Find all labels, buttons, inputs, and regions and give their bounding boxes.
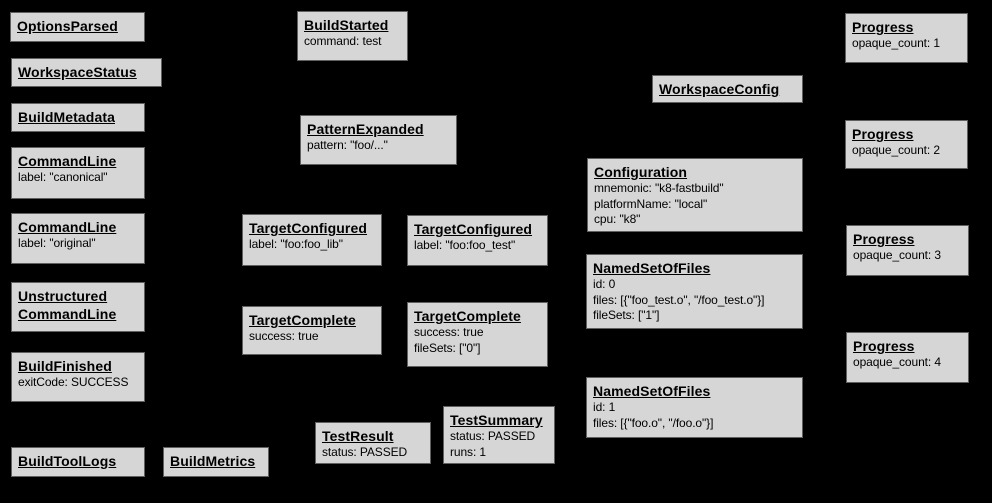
node-named-set-of-files-0: NamedSetOfFiles id: 0 files: [{"foo_test… xyxy=(586,254,803,329)
node-field: id: 0 xyxy=(593,277,616,292)
node-field: id: 1 xyxy=(593,400,616,415)
node-unstructured-command-line: Unstructured CommandLine xyxy=(11,282,145,332)
node-title: BuildMetadata xyxy=(18,109,115,125)
node-title: TestSummary xyxy=(450,412,543,428)
node-build-tool-logs: BuildToolLogs xyxy=(11,447,145,477)
node-workspace-config: WorkspaceConfig xyxy=(652,75,803,103)
node-field: opaque_count: 1 xyxy=(852,36,940,51)
node-target-complete-foo-test: TargetComplete success: true fileSets: [… xyxy=(407,302,548,367)
node-field: success: true xyxy=(414,325,484,340)
node-field: files: [{"foo.o", "/foo.o"}] xyxy=(593,415,714,430)
node-title: CommandLine xyxy=(18,153,117,169)
node-field: label: "foo:foo_test" xyxy=(414,238,516,253)
node-progress-3: Progress opaque_count: 3 xyxy=(846,225,969,276)
node-title: Progress xyxy=(852,19,914,35)
node-title: Unstructured CommandLine xyxy=(18,288,117,323)
node-field: pattern: "foo/..." xyxy=(307,138,388,153)
node-title: BuildFinished xyxy=(18,358,112,374)
node-command-line-original: CommandLine label: "original" xyxy=(11,213,145,264)
node-title: TargetConfigured xyxy=(249,220,368,236)
node-target-configured-foo-lib: TargetConfigured label: "foo:foo_lib" xyxy=(242,214,382,266)
node-field: platformName: "local" xyxy=(594,196,708,211)
node-test-summary: TestSummary status: PASSED runs: 1 xyxy=(443,406,555,464)
node-progress-2: Progress opaque_count: 2 xyxy=(845,120,968,169)
node-field: exitCode: SUCCESS xyxy=(18,375,129,390)
node-title: TargetConfigured xyxy=(414,221,533,237)
node-workspace-status: WorkspaceStatus xyxy=(11,58,162,87)
node-title: TargetComplete xyxy=(249,312,356,328)
node-progress-1: Progress opaque_count: 1 xyxy=(845,13,968,63)
node-title: BuildMetrics xyxy=(170,453,256,469)
node-progress-4: Progress opaque_count: 4 xyxy=(846,332,969,383)
node-pattern-expanded: PatternExpanded pattern: "foo/..." xyxy=(300,115,457,165)
node-field: opaque_count: 4 xyxy=(853,355,941,370)
node-field: label: "canonical" xyxy=(18,170,108,185)
node-title: PatternExpanded xyxy=(307,121,424,137)
node-target-configured-foo-test: TargetConfigured label: "foo:foo_test" xyxy=(407,215,548,266)
node-title: NamedSetOfFiles xyxy=(593,260,711,276)
node-options-parsed: OptionsParsed xyxy=(10,12,145,42)
node-field: fileSets: ["1"] xyxy=(593,307,660,322)
node-title: WorkspaceConfig xyxy=(659,81,780,97)
node-title: Configuration xyxy=(594,164,688,180)
node-title: WorkspaceStatus xyxy=(18,64,137,80)
node-command-line-canonical: CommandLine label: "canonical" xyxy=(11,147,145,199)
node-title: NamedSetOfFiles xyxy=(593,383,711,399)
node-field: opaque_count: 3 xyxy=(853,248,941,263)
node-field: runs: 1 xyxy=(450,444,486,459)
node-configuration: Configuration mnemonic: "k8-fastbuild" p… xyxy=(587,158,803,232)
node-field: status: PASSED xyxy=(450,429,536,444)
node-title: BuildStarted xyxy=(304,17,389,33)
node-title: Progress xyxy=(852,126,914,142)
node-named-set-of-files-1: NamedSetOfFiles id: 1 files: [{"foo.o", … xyxy=(586,377,803,438)
node-title: TargetComplete xyxy=(414,308,521,324)
node-test-result: TestResult status: PASSED xyxy=(315,422,431,464)
node-title: Progress xyxy=(853,338,915,354)
node-title: TestResult xyxy=(322,428,394,444)
node-build-metrics: BuildMetrics xyxy=(163,447,269,477)
node-field: fileSets: ["0"] xyxy=(414,340,481,355)
node-field: cpu: "k8" xyxy=(594,211,641,226)
node-build-started: BuildStarted command: test xyxy=(297,11,408,61)
node-field: opaque_count: 2 xyxy=(852,143,940,158)
node-title: Progress xyxy=(853,231,915,247)
node-field: command: test xyxy=(304,34,382,49)
node-target-complete-foo-lib: TargetComplete success: true xyxy=(242,306,382,355)
node-title: CommandLine xyxy=(18,219,117,235)
node-title: OptionsParsed xyxy=(17,18,118,34)
node-field: success: true xyxy=(249,329,319,344)
node-field: files: [{"foo_test.o", "/foo_test.o"}] xyxy=(593,292,765,307)
node-build-finished: BuildFinished exitCode: SUCCESS xyxy=(11,352,145,402)
node-field: label: "original" xyxy=(18,236,96,251)
node-field: mnemonic: "k8-fastbuild" xyxy=(594,181,724,196)
node-field: status: PASSED xyxy=(322,445,408,460)
node-field: label: "foo:foo_lib" xyxy=(249,237,343,252)
node-build-metadata: BuildMetadata xyxy=(11,103,145,132)
node-title: BuildToolLogs xyxy=(18,453,117,469)
